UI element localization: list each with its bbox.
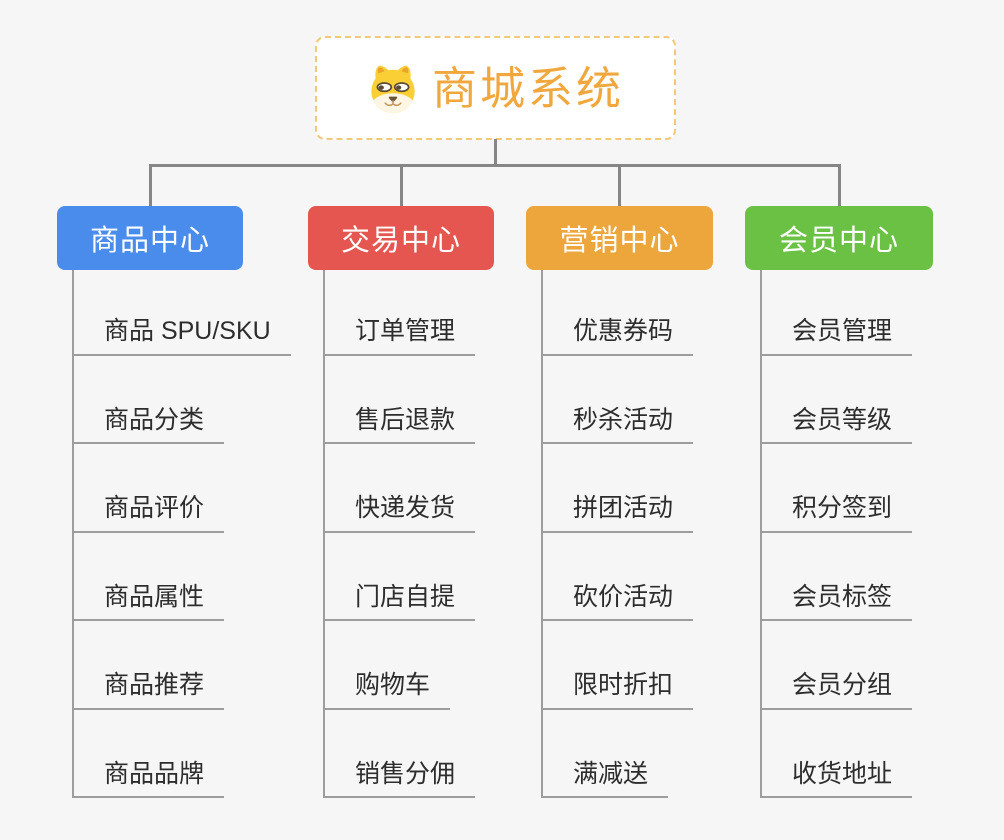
branch-vertical-line	[541, 270, 543, 798]
list-item: 商品 SPU/SKU	[72, 267, 291, 356]
list-item: 优惠券码	[541, 267, 694, 356]
list-item: 砍价活动	[541, 533, 694, 621]
connector-drop-4	[837, 164, 841, 208]
leaf-node[interactable]: 商品推荐	[72, 670, 225, 710]
list-item: 会员分组	[760, 621, 913, 710]
leaf-node[interactable]: 满减送	[541, 759, 669, 798]
list-item: 门店自提	[323, 533, 476, 621]
list-item: 限时折扣	[541, 621, 694, 710]
branch-node-member-center[interactable]: 会员中心	[745, 206, 933, 270]
leaf-node[interactable]: 收货地址	[760, 759, 913, 798]
list-item: 积分签到	[760, 444, 913, 533]
branch-node-trade-center[interactable]: 交易中心	[308, 206, 494, 270]
connector-drop-2	[399, 164, 403, 208]
leaf-node[interactable]: 会员等级	[760, 405, 913, 444]
branch-item-list: 商品 SPU/SKU 商品分类 商品评价 商品属性 商品推荐 商品品牌	[72, 267, 291, 798]
branch-product-center: 商品中心 商品 SPU/SKU 商品分类 商品评价 商品属性 商品推荐 商品品牌	[57, 206, 291, 798]
leaf-node[interactable]: 秒杀活动	[541, 405, 694, 444]
branch-item-list: 会员管理 会员等级 积分签到 会员标签 会员分组 收货地址	[760, 267, 913, 798]
branch-node-marketing-center[interactable]: 营销中心	[526, 206, 713, 270]
list-item: 秒杀活动	[541, 356, 694, 444]
list-item: 会员管理	[760, 267, 913, 356]
leaf-node[interactable]: 门店自提	[323, 582, 476, 621]
branch-trade-center: 交易中心 订单管理 售后退款 快递发货 门店自提 购物车 销售分佣	[308, 206, 494, 798]
list-item: 会员标签	[760, 533, 913, 621]
leaf-node[interactable]: 会员分组	[760, 670, 913, 710]
list-item: 商品评价	[72, 444, 291, 533]
branch-member-center: 会员中心 会员管理 会员等级 积分签到 会员标签 会员分组 收货地址	[745, 206, 933, 798]
connector-rail	[148, 164, 841, 167]
connector-drop-3	[618, 164, 621, 208]
list-item: 商品属性	[72, 533, 291, 621]
leaf-node[interactable]: 销售分佣	[323, 759, 476, 798]
branch-vertical-line	[323, 270, 325, 798]
root-node-mall-system[interactable]: 商城系统	[315, 36, 676, 140]
list-item: 商品推荐	[72, 621, 291, 710]
branch-item-list: 优惠券码 秒杀活动 拼团活动 砍价活动 限时折扣 满减送	[541, 267, 694, 798]
list-item: 拼团活动	[541, 444, 694, 533]
shiba-dog-icon	[367, 60, 419, 116]
list-item: 快递发货	[323, 444, 476, 533]
leaf-node[interactable]: 砍价活动	[541, 582, 694, 621]
leaf-node[interactable]: 商品 SPU/SKU	[72, 316, 291, 356]
list-item: 满减送	[541, 710, 693, 798]
branch-marketing-center: 营销中心 优惠券码 秒杀活动 拼团活动 砍价活动 限时折扣 满减送	[526, 206, 713, 798]
list-item: 收货地址	[760, 710, 913, 798]
connector-drop-1	[148, 164, 152, 208]
leaf-node[interactable]: 会员管理	[760, 316, 913, 356]
list-item: 订单管理	[323, 267, 476, 356]
leaf-node[interactable]: 优惠券码	[541, 316, 694, 356]
leaf-node[interactable]: 会员标签	[760, 582, 913, 621]
leaf-node[interactable]: 商品属性	[72, 582, 225, 621]
leaf-node[interactable]: 订单管理	[323, 316, 476, 356]
leaf-node[interactable]: 限时折扣	[541, 670, 694, 710]
list-item: 会员等级	[760, 356, 913, 444]
connector-trunk	[493, 139, 497, 166]
leaf-node[interactable]: 商品品牌	[72, 759, 225, 798]
leaf-node[interactable]: 快递发货	[323, 493, 476, 533]
leaf-node[interactable]: 商品评价	[72, 493, 225, 533]
branch-item-list: 订单管理 售后退款 快递发货 门店自提 购物车 销售分佣	[323, 267, 476, 798]
list-item: 售后退款	[323, 356, 476, 444]
leaf-node[interactable]: 售后退款	[323, 405, 476, 444]
list-item: 销售分佣	[323, 710, 476, 798]
branch-vertical-line	[760, 270, 762, 798]
leaf-node[interactable]: 拼团活动	[541, 493, 694, 533]
leaf-node[interactable]: 商品分类	[72, 405, 225, 444]
leaf-node[interactable]: 购物车	[323, 670, 451, 710]
list-item: 商品品牌	[72, 710, 291, 798]
list-item: 商品分类	[72, 356, 291, 444]
leaf-node[interactable]: 积分签到	[760, 493, 913, 533]
branch-node-product-center[interactable]: 商品中心	[57, 206, 243, 270]
branch-vertical-line	[72, 270, 74, 798]
root-node-title: 商城系统	[431, 62, 624, 114]
list-item: 购物车	[323, 621, 475, 710]
